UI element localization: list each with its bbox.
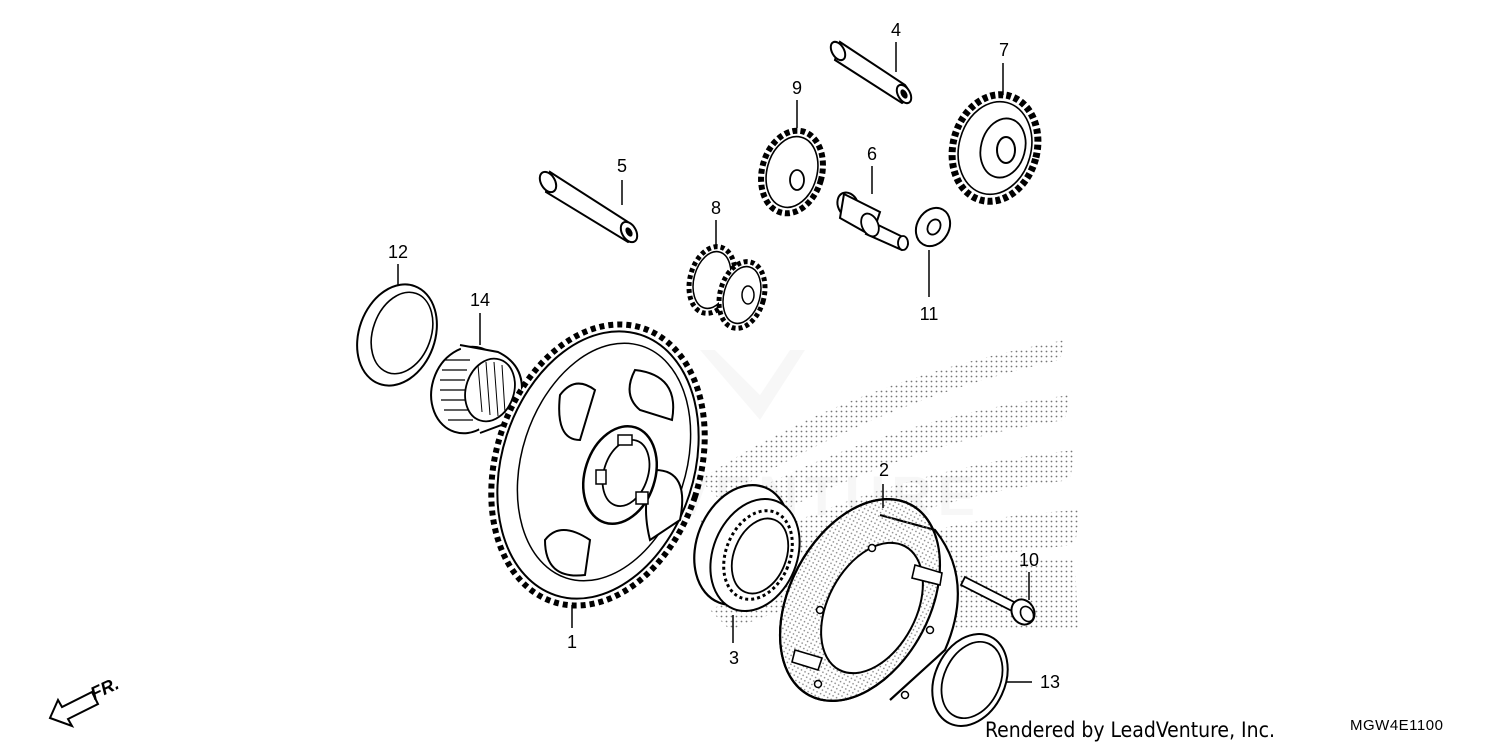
part-7-gear[interactable] [940,85,1049,211]
part-9-idle-gear[interactable] [752,124,832,221]
part-12-washer[interactable] [344,273,451,397]
part-14-needle-bearing[interactable] [420,337,523,443]
callout-12: 12 [388,242,408,262]
callout-4: 4 [891,20,901,40]
callout-2: 2 [879,460,889,480]
callout-10: 10 [1019,550,1039,570]
callout-13: 13 [1040,672,1060,692]
callout-11: 11 [920,304,939,324]
callout-8: 8 [711,198,721,218]
callout-9: 9 [792,78,802,98]
part-2-starter-clutch-outer[interactable] [747,472,972,728]
callout-1: 1 [567,632,577,652]
part-5-shaft[interactable] [536,169,640,245]
render-credit: Rendered by LeadVenture, Inc. [985,718,1275,742]
front-direction-indicator: FR. [48,673,122,728]
callout-7: 7 [999,40,1009,60]
part-4-shaft[interactable] [828,39,914,105]
callouts: 1 2 3 4 5 6 7 8 9 10 11 12 13 14 [388,20,1060,692]
part-10-bolt[interactable] [959,575,1039,629]
callout-3: 3 [729,648,739,668]
part-13-washer[interactable] [918,622,1022,739]
callout-6: 6 [867,144,877,164]
part-6-shaft-pin[interactable] [833,189,909,252]
callout-14: 14 [470,290,490,310]
part-11-washer[interactable] [909,202,957,253]
part-8-reduction-gear[interactable] [682,241,772,333]
part-3-one-way-clutch[interactable] [677,471,816,625]
front-arrow-icon [48,690,100,728]
leader-lines [397,42,1032,683]
diagram-code: MGW4E1100 [1350,717,1444,734]
callout-5: 5 [617,156,627,176]
part-1-starter-driven-gear[interactable] [456,297,739,634]
